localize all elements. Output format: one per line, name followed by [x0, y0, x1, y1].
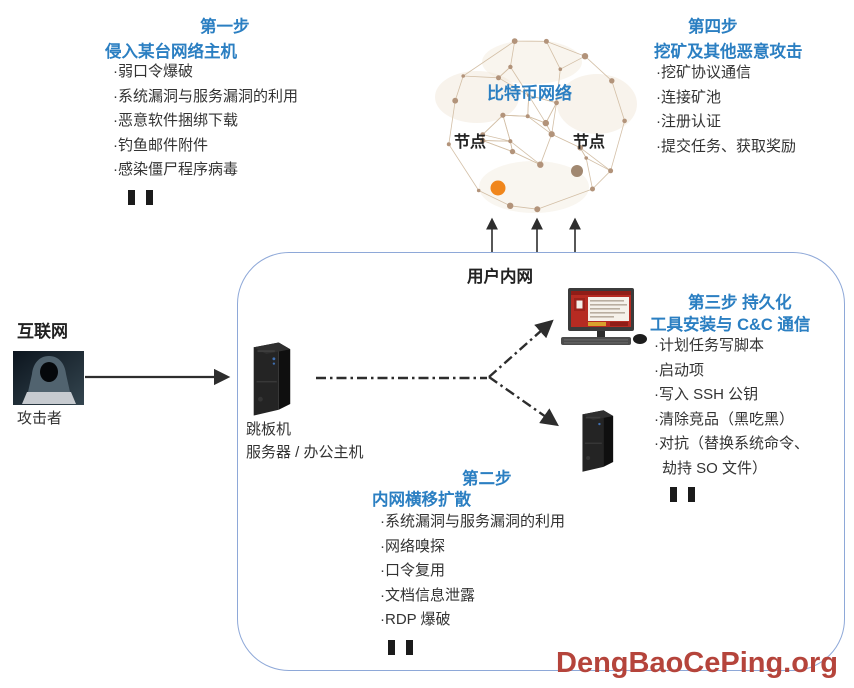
bitcoin-network-globe: [435, 38, 637, 213]
step3-list: ·计划任务写脚本 ·启动项 ·写入 SSH 公钥 ·清除竞品（黑吃黑） ·对抗（替换系统…: [654, 334, 822, 481]
bitcoin-network-title: 比特币网络: [487, 84, 572, 103]
step4-subtitle: 挖矿及其他恶意攻击: [654, 43, 803, 61]
list-item: ·清除竞品（黑吃黑）: [654, 410, 794, 428]
worldmap-blob: [435, 71, 519, 123]
node-label-left: 节点: [454, 134, 487, 151]
hidden-face: [40, 362, 58, 382]
laptop-shape: [22, 392, 76, 404]
attacker-label: 攻击者: [17, 410, 63, 427]
highlighted-node-brown: [571, 165, 583, 177]
list-item: ·提交任务、获取奖励: [656, 137, 796, 155]
infected-desktop-image: [561, 288, 647, 345]
step2-list: ·系统漏洞与服务漏洞的利用 ·网络嗅探 ·口令复用 ·文档信息泄露 ·RDP 爆破: [380, 510, 590, 633]
list-item: ·口令复用: [380, 562, 445, 579]
step3-ellipsis-bars: [670, 487, 695, 502]
monitor-stand: [597, 331, 605, 337]
list-item: ·弱口令爆破: [113, 63, 193, 80]
list-item: ·RDP 爆破: [380, 611, 451, 628]
list-item: ·系统漏洞与服务漏洞的利用: [113, 87, 298, 105]
list-item: ·文档信息泄露: [380, 586, 475, 604]
step3-title: 第三步 持久化: [688, 294, 792, 312]
victim-tower-image: [582, 410, 614, 472]
mouse: [633, 334, 647, 344]
jumpbox-tower-image: [253, 342, 291, 416]
attacker-image: [13, 351, 84, 405]
node-label-right: 节点: [573, 134, 606, 151]
step1-subtitle: 侵入某台网络主机: [105, 43, 237, 61]
worldmap-blob: [557, 74, 637, 134]
step3-subtitle: 工具安装与 C&C 通信: [650, 316, 811, 334]
list-item: ·恶意软件捆绑下载: [113, 112, 238, 129]
list-item: ·对抗（替换系统命令、劫持 SO 文件）: [654, 435, 809, 477]
keyboard: [561, 337, 631, 345]
lateral-move-arrow-down: [488, 376, 559, 427]
list-item: ·写入 SSH 公钥: [654, 386, 759, 403]
step2-subtitle: 内网横移扩散: [372, 491, 471, 509]
jumpbox-label-line2: 服务器 / 办公主机: [246, 444, 364, 461]
list-item: ·感染僵尸程序病毒: [113, 161, 238, 178]
step2-ellipsis-bars: [388, 640, 413, 655]
intranet-label: 用户内网: [467, 268, 533, 286]
watermark-text: DengBaoCePing.org: [556, 647, 838, 679]
step1-ellipsis-bars: [128, 190, 153, 205]
step4-title: 第四步: [688, 18, 738, 36]
worldmap-blob: [482, 40, 582, 84]
list-item: ·注册认证: [656, 113, 721, 130]
lock-icon: [576, 300, 583, 309]
step2-title: 第二步: [462, 470, 512, 488]
list-item: ·连接矿池: [656, 88, 721, 106]
list-item: ·计划任务写脚本: [654, 337, 764, 354]
list-item: ·挖矿协议通信: [656, 64, 751, 81]
list-item: ·钓鱼邮件附件: [113, 136, 208, 154]
network-mesh: [446, 38, 627, 213]
intranet-boundary-box: [237, 252, 845, 671]
step4-list: ·挖矿协议通信 ·连接矿池 ·注册认证 ·提交任务、获取奖励: [656, 61, 846, 159]
list-item: ·网络嗅探: [380, 537, 445, 555]
list-item: ·系统漏洞与服务漏洞的利用: [380, 513, 565, 530]
jumpbox-label-line1: 跳板机: [246, 421, 292, 438]
step1-title: 第一步: [200, 18, 250, 36]
step1-list: ·弱口令爆破 ·系统漏洞与服务漏洞的利用 ·恶意软件捆绑下载 ·钓鱼邮件附件 ·感染僵尸…: [113, 60, 318, 183]
highlighted-node-orange: [490, 180, 506, 196]
list-item: ·启动项: [654, 361, 704, 379]
internet-label: 互联网: [17, 322, 68, 341]
lateral-move-arrow-up: [488, 319, 554, 378]
